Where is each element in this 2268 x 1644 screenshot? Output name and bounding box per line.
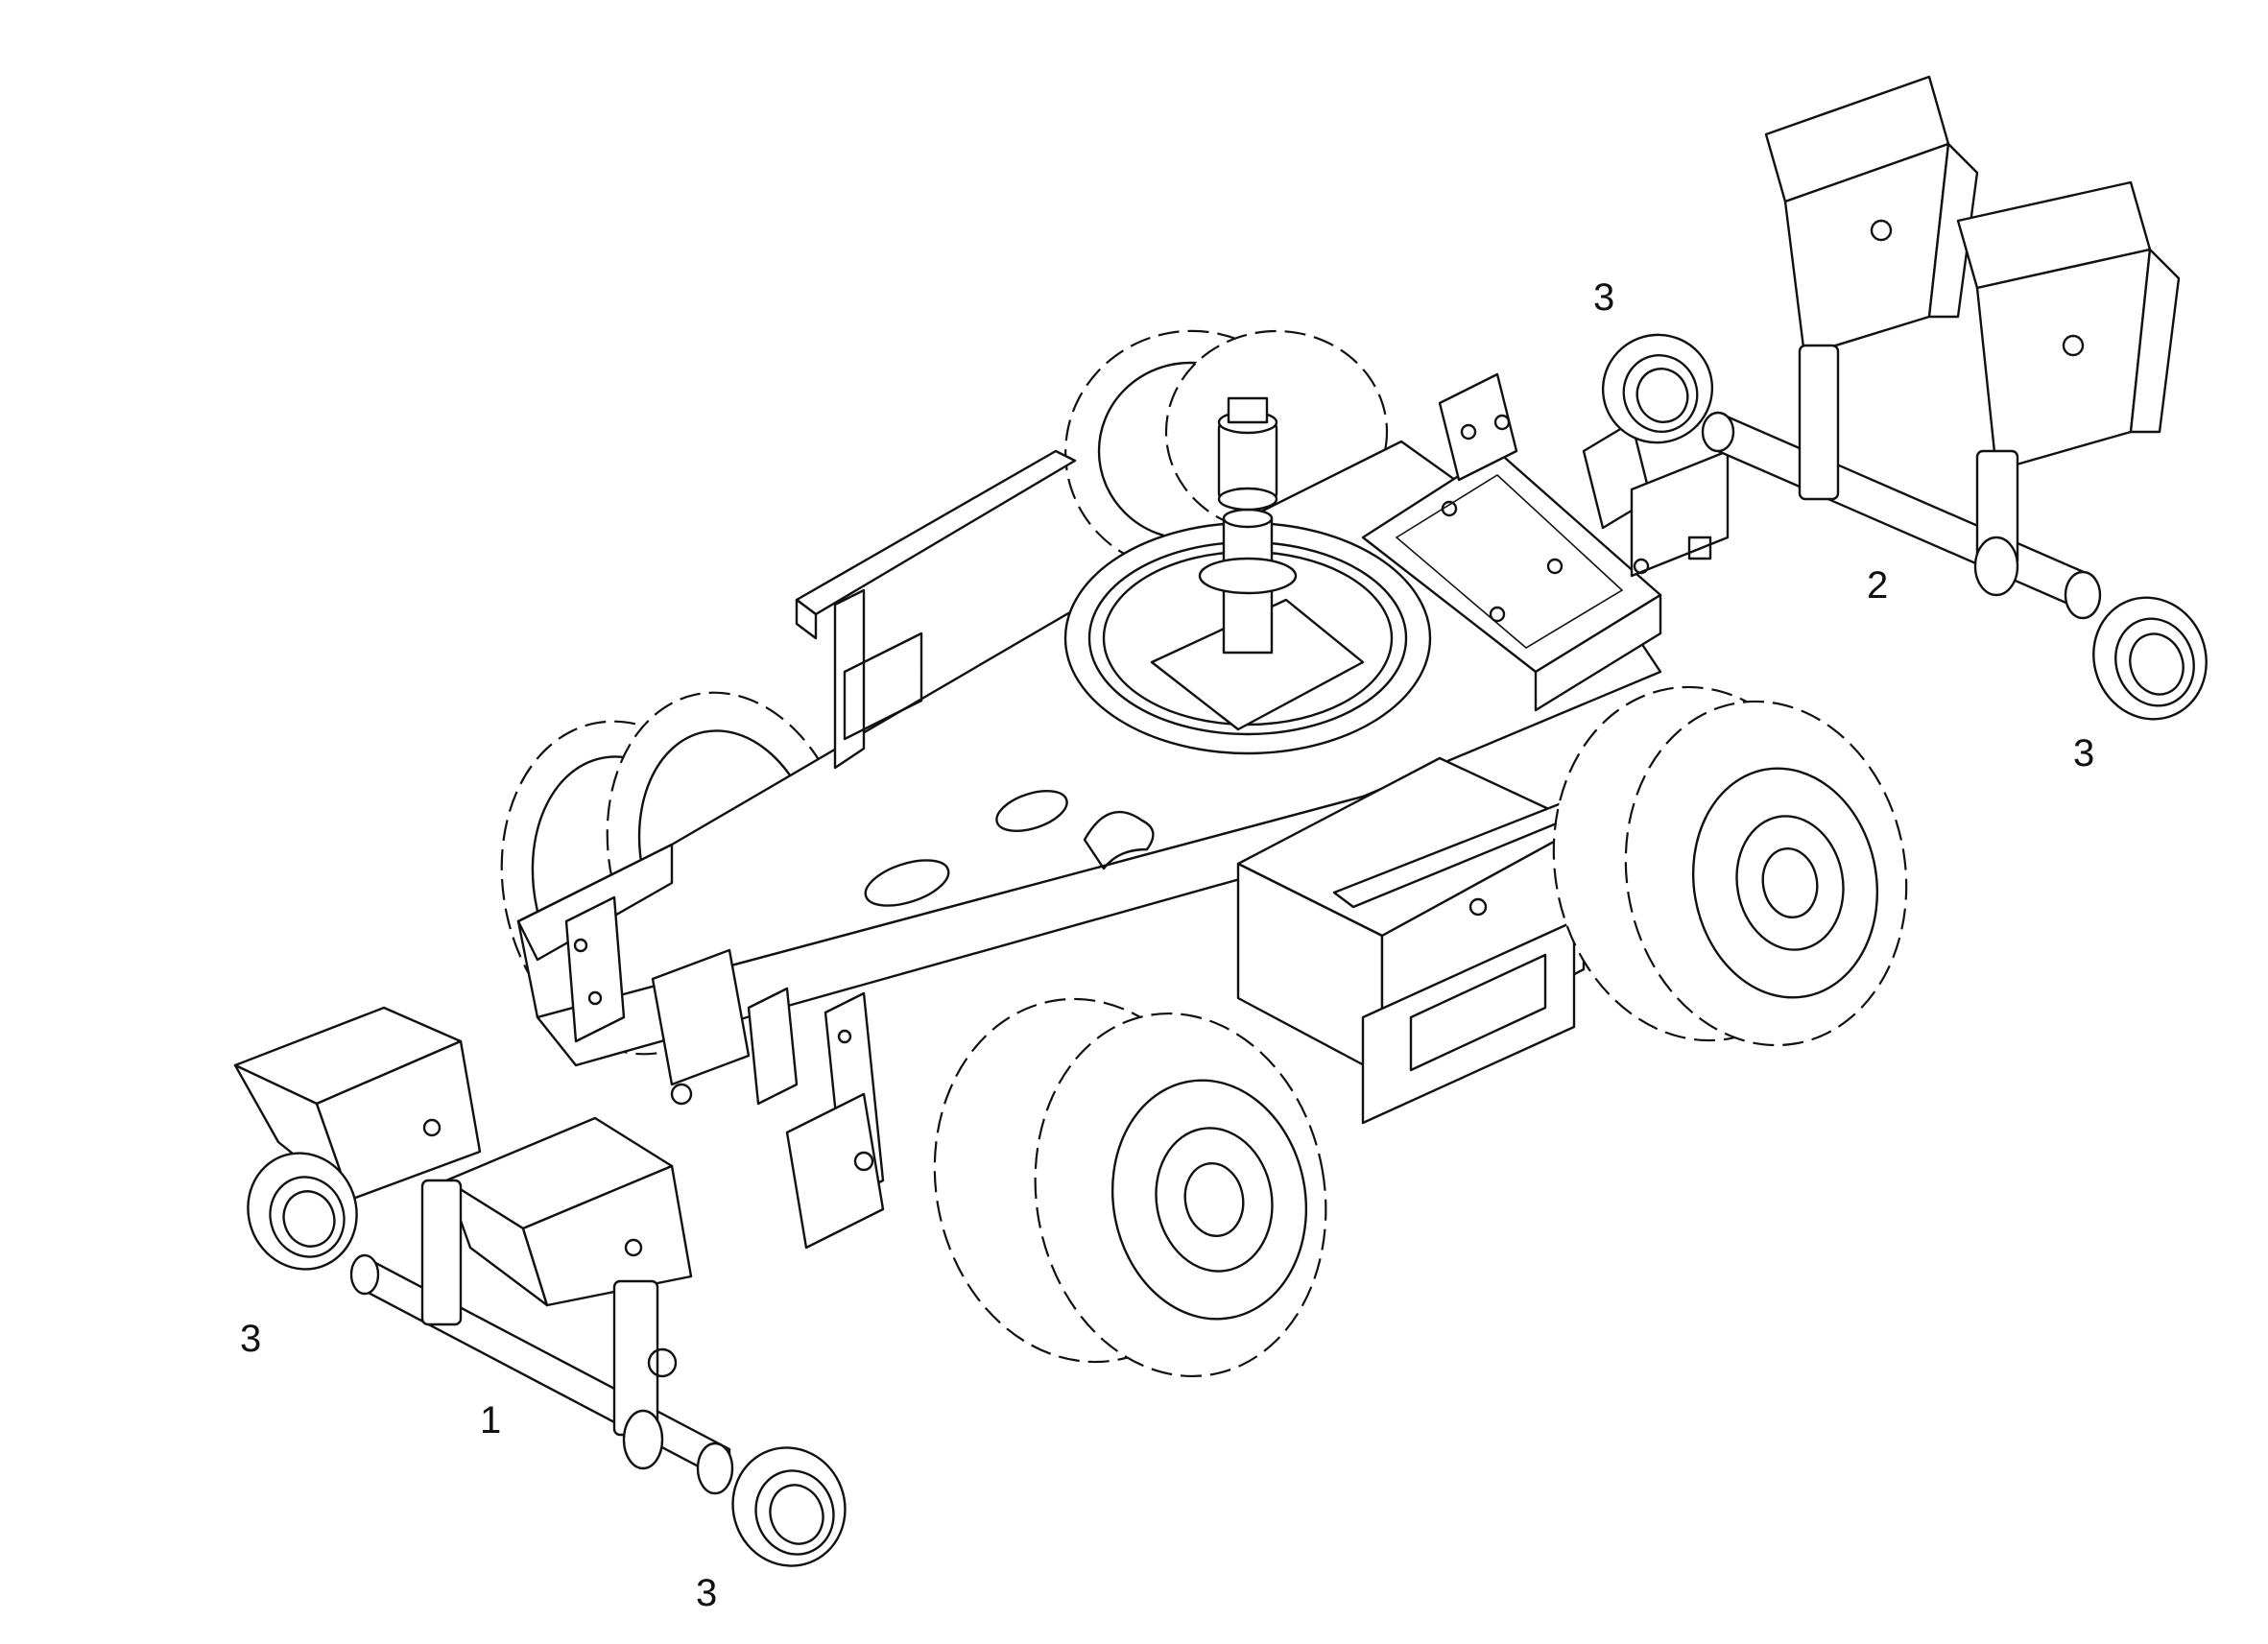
seal-ring-right [2092, 596, 2208, 721]
callout-front-axle: 1 [480, 1399, 502, 1441]
front-axle-assembly [233, 1006, 734, 1495]
seal-ring-top [1601, 333, 1714, 444]
wheel-front-right-inner [1624, 700, 1908, 1047]
callout-seal-ring-right: 3 [2073, 732, 2095, 774]
callout-rear-axle: 2 [1867, 564, 1889, 607]
callout-seal-ring-top: 3 [1593, 276, 1615, 319]
chassis-frame [516, 372, 1730, 1250]
wheel-front-left-inner [1034, 1012, 1327, 1378]
seal-ring-bottom [731, 1446, 847, 1567]
callout-seal-ring-left: 3 [240, 1318, 262, 1360]
seal-ring-left [247, 1152, 358, 1271]
rear-axle-assembly [1701, 75, 2181, 620]
callout-seal-ring-bottom: 3 [696, 1572, 718, 1614]
